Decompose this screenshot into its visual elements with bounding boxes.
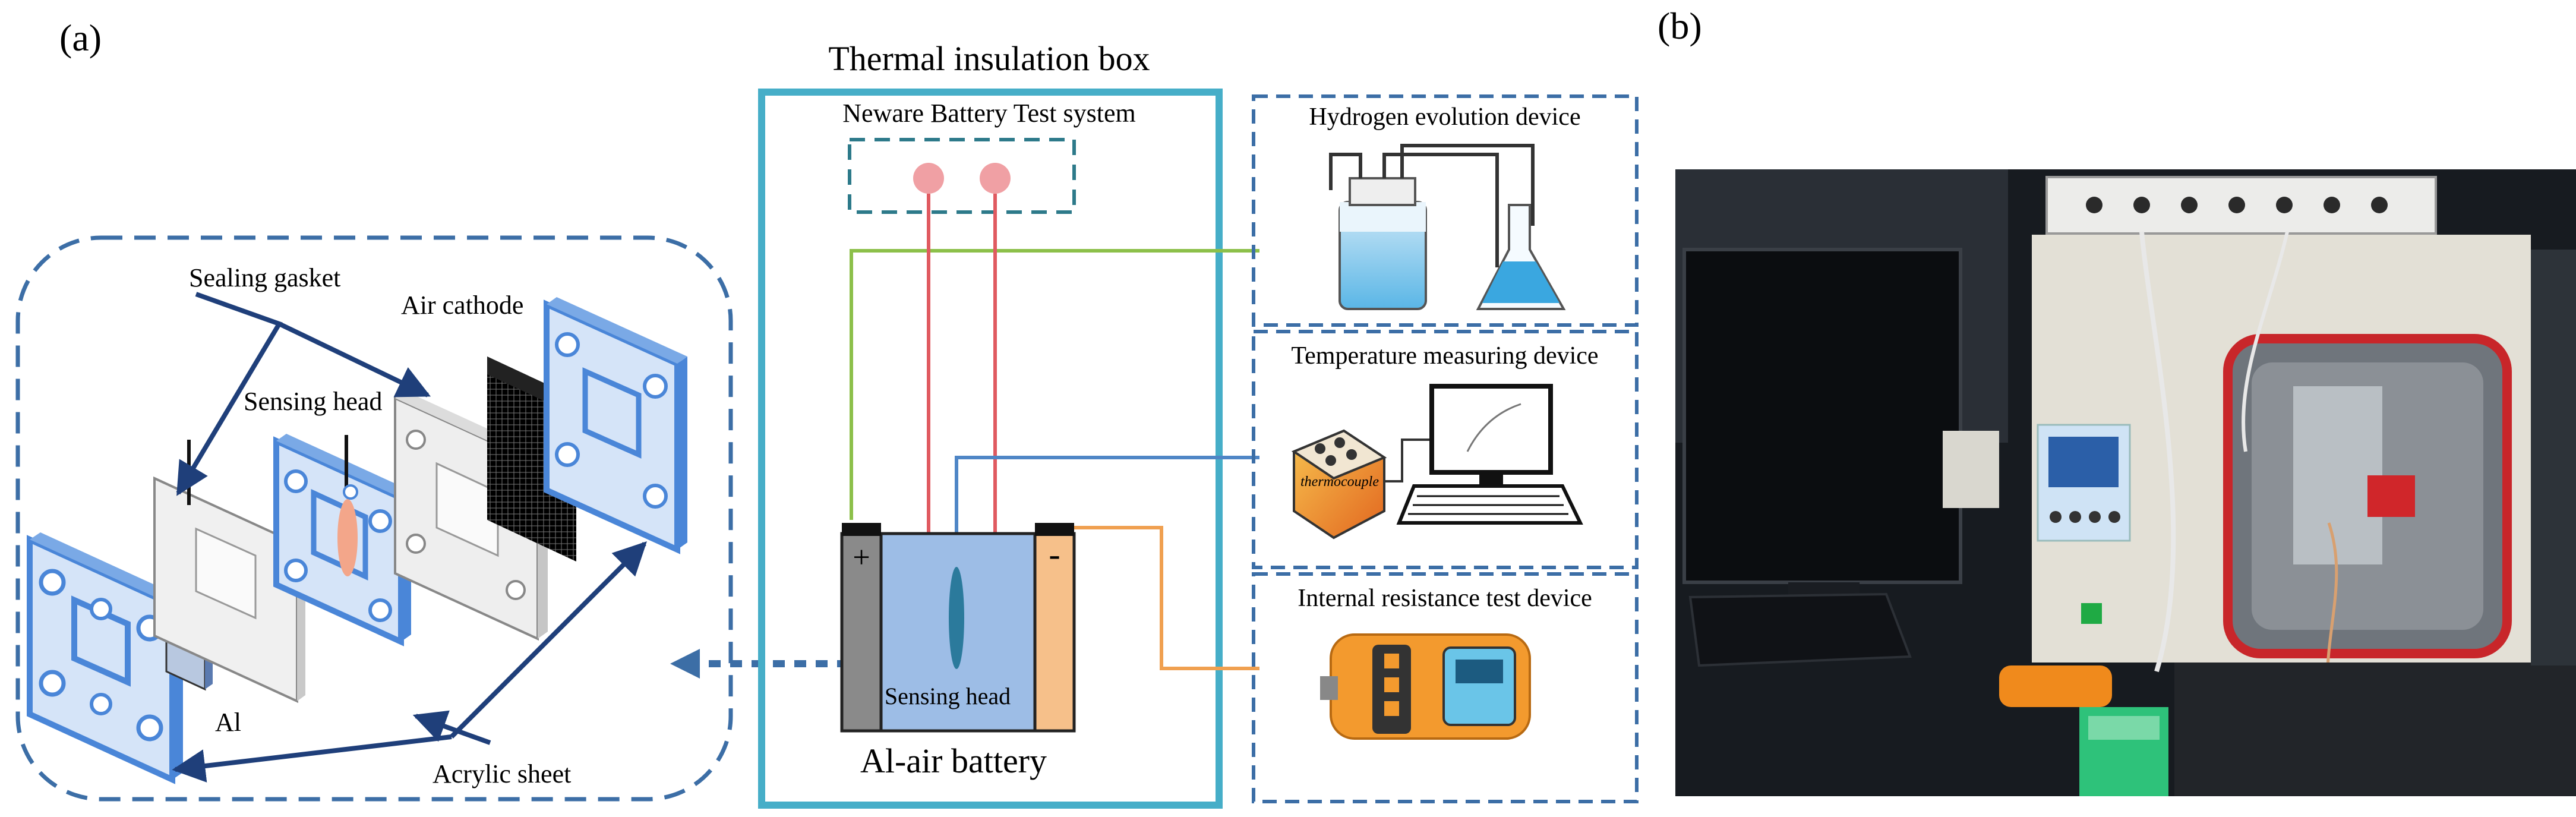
test-system-frame [848, 138, 1076, 214]
hydrogen-apparatus [1329, 144, 1566, 310]
thermal-insulation-box [758, 89, 1223, 809]
photo-monitor [1682, 248, 1962, 584]
temperature-apparatus: thermocouple [1291, 384, 1583, 540]
al-air-battery: + - Sensing head [840, 523, 1076, 733]
exploded-view-frame [15, 235, 733, 802]
battery-negative-cap [1035, 523, 1074, 536]
panel-b-label: (b) [1658, 5, 1702, 47]
panel-a-label: (a) [59, 17, 102, 59]
photo-resistance-tester [1999, 665, 2112, 707]
callout-arrows [172, 292, 647, 783]
battery-negative-electrode [840, 532, 883, 733]
sealing-gasket-label: Sealing gasket [189, 263, 340, 292]
resistance-tester [1320, 633, 1531, 740]
temperature-device-frame [1252, 330, 1639, 569]
test-channel-1 [913, 163, 944, 194]
sensing-head-label: Sensing head [244, 387, 382, 416]
test-system-label: Neware Battery Test system [842, 99, 1135, 128]
photo-keyboard [1688, 592, 1912, 667]
battery-sensing-head [949, 567, 964, 669]
battery-sensing-label: Sensing head [885, 683, 1011, 709]
acrylic-sheet-label: Acrylic sheet [433, 759, 571, 788]
resistance-device-frame [1252, 572, 1639, 803]
hydrogen-label: Hydrogen evolution device [1309, 103, 1580, 131]
resistance-label: Internal resistance test device [1298, 585, 1592, 612]
negative-symbol: - [1049, 535, 1060, 573]
test-channel-2 [980, 163, 1011, 194]
acrylic-sheet-right [544, 297, 687, 554]
thermocouple-label: thermocouple [1300, 474, 1379, 490]
sealing-gasket-1 [153, 440, 305, 704]
monitor [1429, 384, 1553, 475]
link-arrow-head [670, 649, 700, 679]
temperature-label: Temperature measuring device [1291, 342, 1598, 370]
battery-cathode [1033, 532, 1076, 733]
air-cathode-label: Air cathode [401, 291, 523, 320]
battery-positive-cap [842, 523, 881, 536]
battery-label: Al-air battery [860, 742, 1047, 780]
insulation-box-title: Thermal insulation box [828, 39, 1150, 78]
acrylic-sheet-middle [273, 434, 411, 646]
al-label: Al [215, 708, 241, 737]
sensing-head-probe [337, 499, 358, 576]
photo-setup [1675, 169, 2576, 796]
positive-symbol: + [853, 541, 870, 575]
wire-green [850, 249, 1259, 520]
wire-orange [1046, 526, 1259, 670]
hydrogen-device-frame [1252, 94, 1639, 327]
acrylic-sheet-left [27, 532, 183, 784]
